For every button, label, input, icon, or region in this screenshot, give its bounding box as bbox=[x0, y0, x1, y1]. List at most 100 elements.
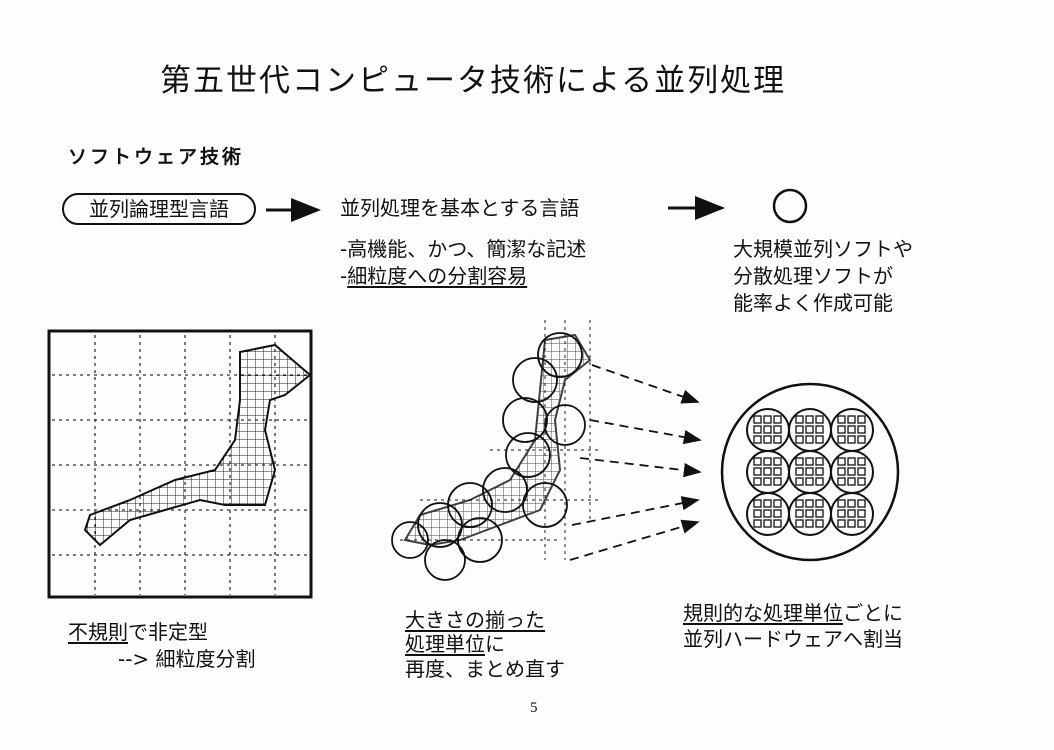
feature-2-underlined: 細粒度への分割容易 bbox=[347, 264, 528, 288]
grid-cell bbox=[805, 519, 814, 528]
grid-cell bbox=[773, 415, 782, 424]
grid-cell bbox=[795, 519, 804, 528]
page-number: 5 bbox=[530, 700, 538, 716]
grid-cell bbox=[773, 435, 782, 444]
processing-unit bbox=[830, 492, 874, 536]
grid-cell bbox=[837, 477, 846, 486]
grid-cell bbox=[795, 467, 804, 476]
rest: に bbox=[485, 632, 505, 656]
grid-cell bbox=[773, 467, 782, 476]
grid-cell bbox=[763, 457, 772, 466]
grid-cell bbox=[815, 499, 824, 508]
flow-arrows bbox=[266, 196, 725, 222]
processing-unit bbox=[788, 408, 832, 452]
parallel-hardware bbox=[720, 382, 900, 562]
grid-cell bbox=[773, 499, 782, 508]
processing-unit bbox=[830, 408, 874, 452]
grid-cell bbox=[753, 499, 762, 508]
grid-cell bbox=[753, 509, 762, 518]
section-heading: ソフトウェア技術 bbox=[68, 146, 245, 168]
grid-cell bbox=[847, 457, 856, 466]
caption-right-2: 並列ハードウェアへ割当 bbox=[683, 627, 903, 651]
grid-cell bbox=[753, 457, 762, 466]
caption-left-1: 不規則で非定型 bbox=[68, 616, 208, 645]
feature-1: -高機能、かつ、簡潔な記述 bbox=[340, 237, 587, 261]
grid-cell bbox=[837, 499, 846, 508]
result-line-1: 大規模並列ソフトや bbox=[733, 237, 913, 261]
grid-cell bbox=[857, 435, 866, 444]
grid-cell bbox=[773, 477, 782, 486]
grid-cell bbox=[753, 425, 762, 434]
grid-cell bbox=[763, 415, 772, 424]
grid-cell bbox=[805, 509, 814, 518]
rest: で非定型 bbox=[128, 620, 208, 644]
underlined: 処理単位 bbox=[405, 632, 485, 656]
grid-cell bbox=[815, 457, 824, 466]
result-circle-icon bbox=[772, 188, 808, 224]
grid-cell bbox=[857, 519, 866, 528]
grid-cell bbox=[857, 415, 866, 424]
grid-cell bbox=[805, 425, 814, 434]
underlined: 大きさの揃った bbox=[405, 608, 545, 632]
feature-2: -細粒度への分割容易 bbox=[340, 260, 527, 289]
arrow-icon bbox=[589, 419, 702, 445]
grid-cell bbox=[847, 519, 856, 528]
grid-cell bbox=[837, 467, 846, 476]
grid-cell bbox=[795, 415, 804, 424]
processing-unit bbox=[746, 492, 790, 536]
grid-cell bbox=[815, 415, 824, 424]
parallel-logic-language-box: 並列論理型言語 bbox=[62, 193, 256, 225]
arrow-icon bbox=[569, 519, 700, 561]
grid-cell bbox=[805, 415, 814, 424]
grid-cell bbox=[763, 435, 772, 444]
processing-unit bbox=[746, 450, 790, 494]
grid-cell bbox=[753, 435, 762, 444]
grid-cell bbox=[763, 509, 772, 518]
caption-middle-1: 大きさの揃った bbox=[405, 604, 545, 633]
underlined: 不規則 bbox=[68, 620, 128, 644]
grid-cell bbox=[763, 499, 772, 508]
parallel-language-label: 並列処理を基本とする言語 bbox=[340, 196, 580, 220]
grid-cell bbox=[773, 425, 782, 434]
grid-cell bbox=[753, 415, 762, 424]
grid-cell bbox=[753, 477, 762, 486]
grid-cell bbox=[857, 477, 866, 486]
grid-cell bbox=[805, 477, 814, 486]
grid-cell bbox=[805, 435, 814, 444]
caption-middle-2: 処理単位に bbox=[405, 628, 505, 657]
processing-unit bbox=[788, 450, 832, 494]
grid-cell bbox=[795, 425, 804, 434]
grid-cell bbox=[857, 509, 866, 518]
grid-cell bbox=[815, 467, 824, 476]
grid-cell bbox=[795, 435, 804, 444]
result-line-3: 能率よく作成可能 bbox=[733, 291, 893, 315]
underlined: 規則的な処理単位 bbox=[683, 601, 843, 625]
grid-cell bbox=[847, 425, 856, 434]
grid-cell bbox=[805, 467, 814, 476]
grid-cell bbox=[763, 425, 772, 434]
grid-cell bbox=[753, 519, 762, 528]
arrow-icon bbox=[591, 364, 700, 404]
grid-cell bbox=[847, 477, 856, 486]
grid-cell bbox=[837, 425, 846, 434]
grid-cell bbox=[763, 477, 772, 486]
grid-cell bbox=[847, 467, 856, 476]
grid-cell bbox=[815, 519, 824, 528]
grid-cell bbox=[815, 509, 824, 518]
grid-cell bbox=[805, 499, 814, 508]
grid-cell bbox=[847, 499, 856, 508]
grid-cell bbox=[857, 457, 866, 466]
grid-cell bbox=[795, 499, 804, 508]
grid-cell bbox=[763, 519, 772, 528]
grid-cell bbox=[857, 499, 866, 508]
grid-cell bbox=[837, 519, 846, 528]
grid-cell bbox=[773, 509, 782, 518]
arrow-icon bbox=[579, 457, 702, 478]
dashed-arrows bbox=[569, 364, 702, 561]
grid-cell bbox=[857, 425, 866, 434]
rest: ごとに bbox=[843, 601, 903, 625]
clustered-map bbox=[391, 320, 600, 581]
grid-cell bbox=[847, 415, 856, 424]
